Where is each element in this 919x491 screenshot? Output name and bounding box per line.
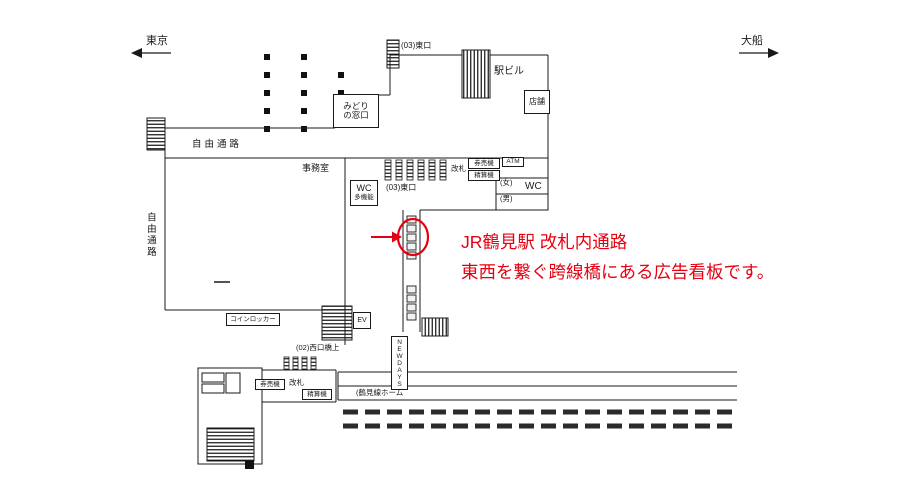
east-exit-upper-label: (03)東口 (401, 41, 432, 50)
annotation-line-1: JR鶴見駅 改札内通路 (461, 232, 628, 252)
gate-west-label: 改札 (289, 378, 304, 387)
atm-label: ATM (506, 158, 520, 166)
elevator-box: EV (353, 312, 371, 329)
ticket-machine-east-label: 券売機 (474, 159, 494, 167)
west-concourse-stair-icon (321, 305, 353, 341)
atm-box: ATM (502, 157, 524, 167)
tsurumi-line-platform-label: (鶴見線ホーム (356, 388, 404, 397)
ticket-office-box: みどり の窓口 (333, 94, 379, 128)
platform-stair-icon (421, 317, 449, 337)
free-passage-vertical-label: 自由通路 (144, 212, 156, 258)
pillar-grid (264, 54, 344, 132)
ticket-office-label-2: の窓口 (343, 110, 369, 120)
east-exit-lower-label: (03)東口 (386, 183, 417, 192)
direction-west-label: 東京 (146, 35, 168, 47)
newdays-label: NEWDAYS (396, 338, 404, 388)
ticket-machine-east-box: 券売機 (468, 158, 500, 169)
wc-east-side-label: WC (525, 181, 542, 192)
office-label: 事務室 (302, 163, 330, 173)
ticket-machine-west-box: 券売機 (255, 379, 285, 390)
coin-locker-label: コインロッカー (230, 315, 276, 323)
building-walls-west (164, 158, 346, 403)
shop-label: 店舗 (529, 96, 545, 106)
west-tower (197, 367, 263, 469)
elevator-label: EV (357, 316, 367, 324)
fare-adjust-east-label: 精算機 (474, 171, 494, 179)
ticket-office-label-1: みどり (343, 100, 369, 111)
east-exit-stair-icon (386, 39, 400, 69)
direction-east-label: 大船 (741, 35, 763, 47)
direction-arrow-east (739, 48, 779, 58)
west-exit-bridge-label: (02)西口橋上 (296, 343, 340, 352)
platform-edge-markers (343, 409, 733, 429)
fare-adjust-east-box: 精算機 (468, 170, 500, 181)
station-building-stair-icon (461, 49, 491, 99)
wc-multifunction-box: WC 多機能 (350, 180, 378, 206)
ticket-gates-west (283, 356, 317, 371)
west-passage-stair-icon (146, 117, 166, 151)
shop-box: 店舗 (524, 90, 550, 114)
ticket-machine-west-label: 券売機 (260, 380, 280, 388)
free-passage-horizontal-label: 自由通路 (192, 139, 243, 150)
toilet-men-label: (男) (500, 194, 513, 203)
gate-east-label: 改札 (451, 164, 466, 173)
bridge-corridor (402, 210, 421, 332)
station-building-label: 駅ビル (494, 66, 524, 77)
highlight-circle (396, 217, 430, 257)
wc-label: WC (356, 183, 372, 194)
fare-adjust-west-box: 精算機 (302, 389, 332, 400)
ad-board-stack (406, 215, 417, 321)
stairs (146, 39, 491, 341)
wc-multifunction-label: 多機能 (354, 194, 374, 202)
fare-adjust-west-label: 精算機 (307, 390, 327, 398)
newdays-box: NEWDAYS (391, 336, 408, 390)
ticket-gates-east (384, 159, 447, 181)
direction-arrow-west (131, 48, 171, 58)
toilet-women-label: (女) (500, 178, 513, 187)
annotation-line-2: 東西を繋ぐ跨線橋にある広告看板です。 (461, 262, 775, 282)
coin-locker-box: コインロッカー (226, 313, 280, 326)
